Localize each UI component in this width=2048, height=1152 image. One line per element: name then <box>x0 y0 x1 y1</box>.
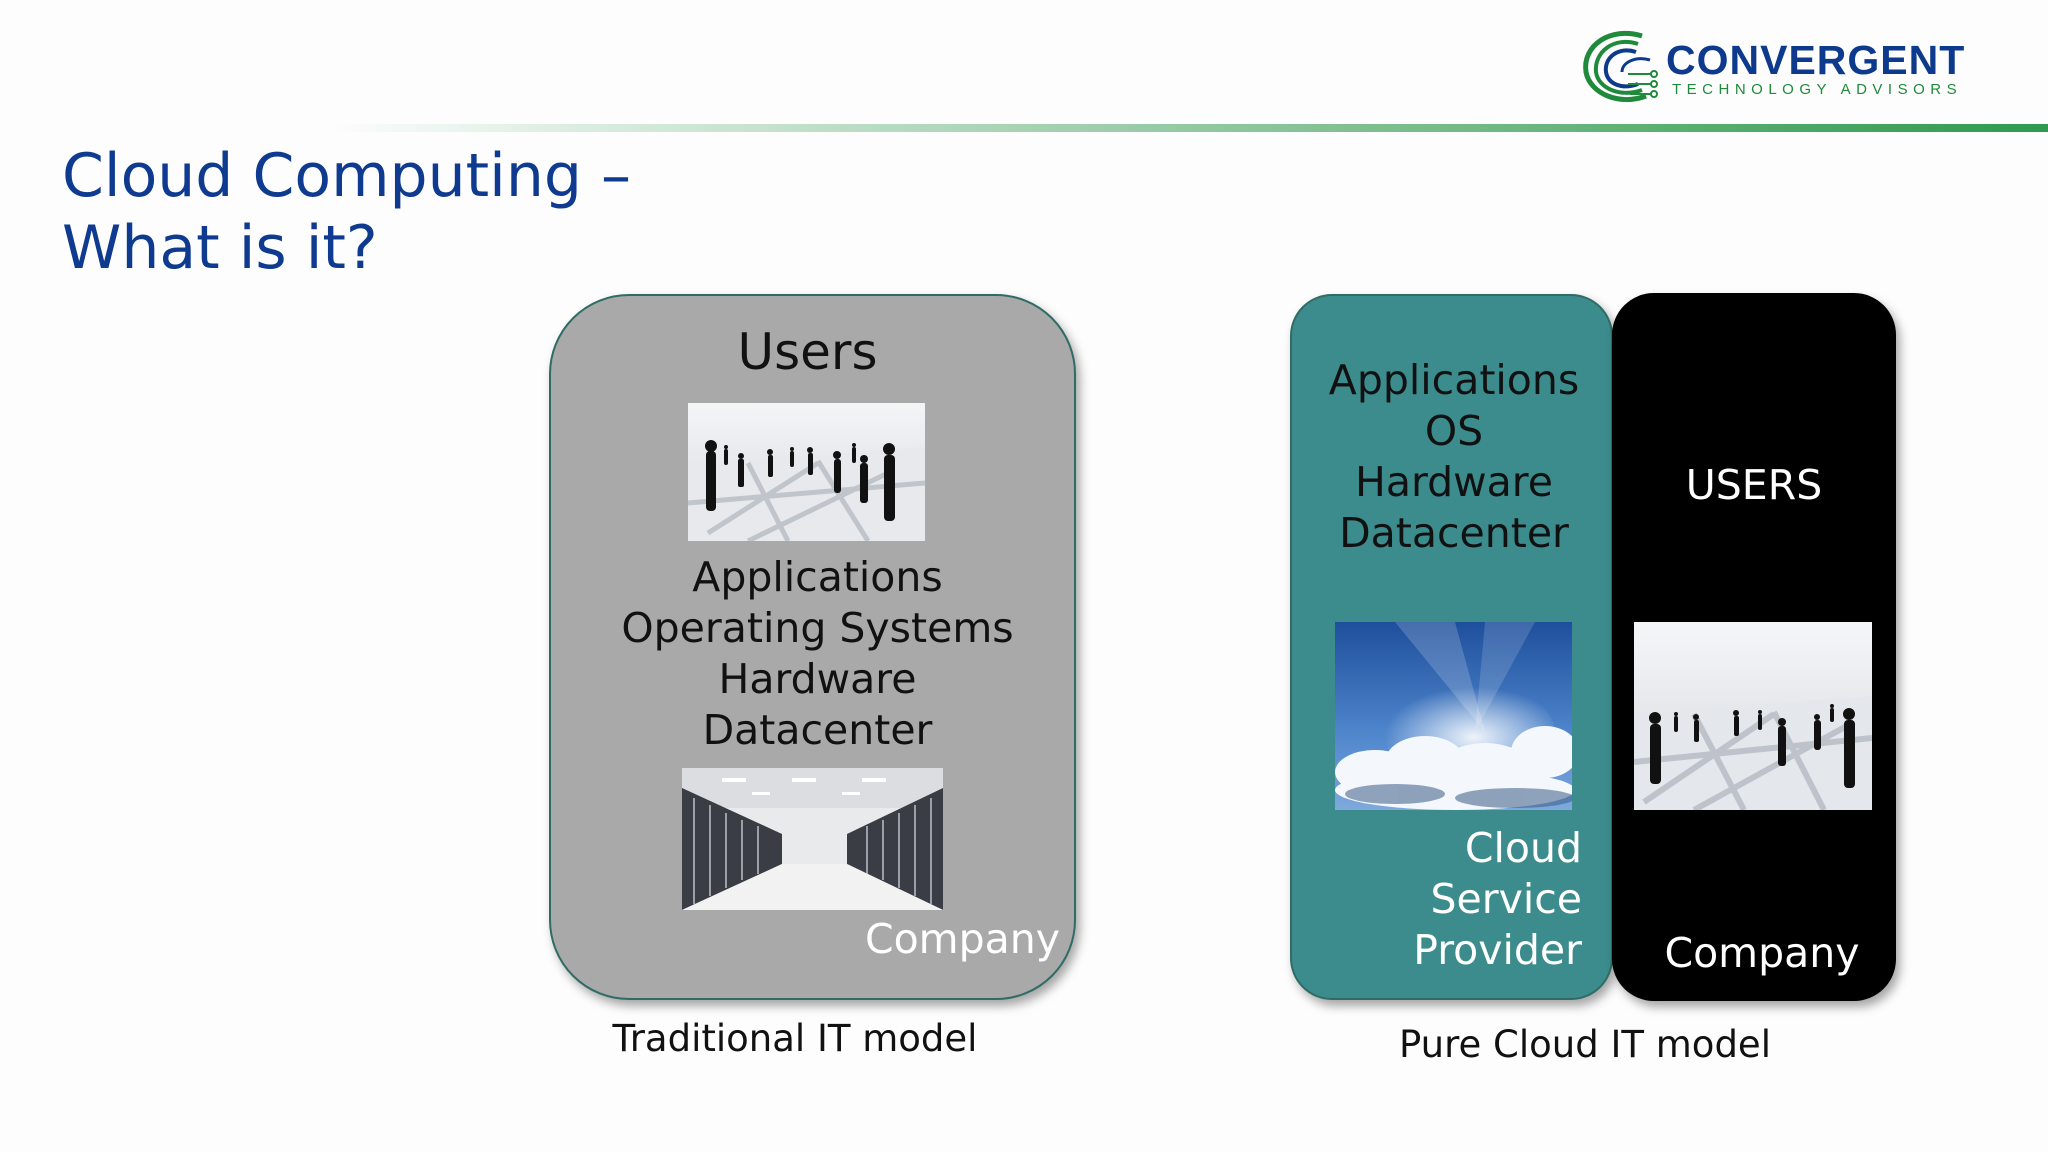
cloud-owner-label: Company <box>1664 929 1860 977</box>
users-photo-left <box>688 403 925 541</box>
traditional-stack: Applications Operating Systems Hardware … <box>549 552 1086 756</box>
users-photo-right <box>1634 622 1872 810</box>
title-line-2: What is it? <box>62 213 378 283</box>
cloud-provider-label: Cloud Service Provider <box>1300 823 1582 976</box>
cloud-stack-hardware: Hardware <box>1355 458 1553 506</box>
traditional-users-label: Users <box>737 323 878 381</box>
traditional-caption: Traditional IT model <box>612 1017 978 1060</box>
stack-item-applications: Applications <box>692 553 943 601</box>
title-line-1: Cloud Computing – <box>62 141 632 211</box>
stack-item-datacenter: Datacenter <box>702 706 933 754</box>
cloud-stack: Applications OS Hardware Datacenter <box>1300 355 1608 559</box>
traditional-owner-label: Company <box>864 915 1060 963</box>
cloud-caption: Pure Cloud IT model <box>1399 1023 1771 1066</box>
page-title: Cloud Computing – What is it? <box>62 140 762 284</box>
clouds-photo <box>1335 622 1572 810</box>
provider-line-provider: Provider <box>1413 926 1582 974</box>
cloud-stack-applications: Applications <box>1328 356 1580 404</box>
datacenter-photo <box>682 768 943 910</box>
cloud-users-label: USERS <box>1685 461 1823 509</box>
logo-name: CONVERGENT <box>1666 37 1966 83</box>
cloud-stack-os: OS <box>1424 407 1484 455</box>
cloud-stack-datacenter: Datacenter <box>1339 509 1569 557</box>
provider-line-service: Service <box>1430 875 1582 923</box>
provider-line-cloud: Cloud <box>1464 824 1582 872</box>
logo-tagline: TECHNOLOGY ADVISORS <box>1672 81 1963 98</box>
stack-item-operating-systems: Operating Systems <box>621 604 1014 652</box>
stack-item-hardware: Hardware <box>718 655 917 703</box>
convergent-logo: CONVERGENT TECHNOLOGY ADVISORS <box>1580 24 2000 110</box>
header-divider <box>330 124 2048 132</box>
convergent-swirl-icon <box>1583 30 1658 102</box>
